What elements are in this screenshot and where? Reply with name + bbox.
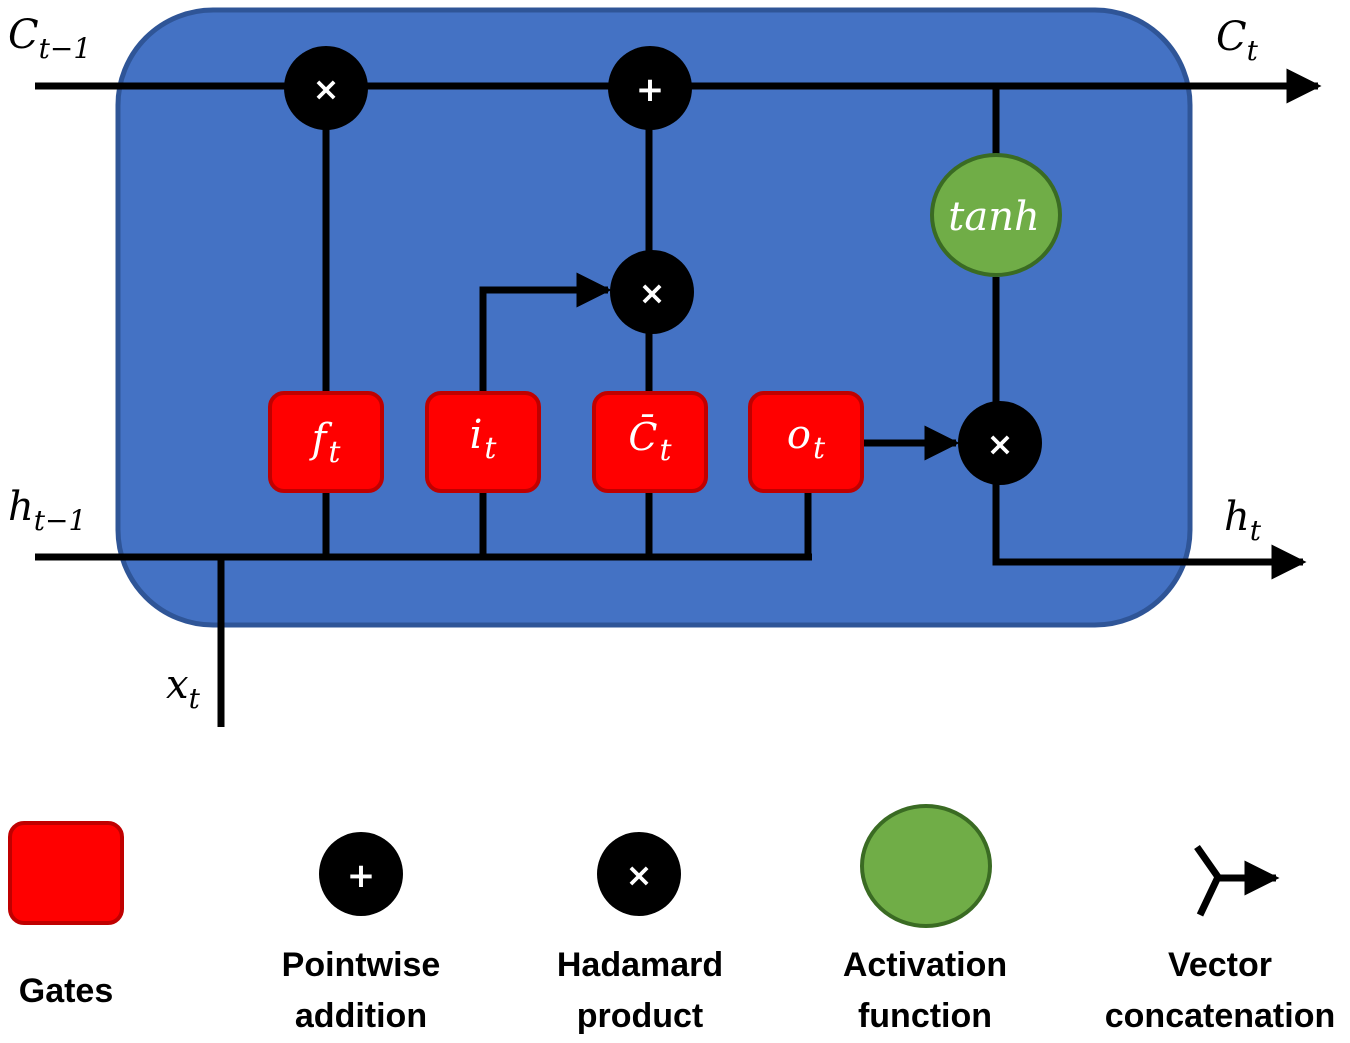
legend-activation-icon xyxy=(860,804,992,928)
label-c-prev: Ct−1 xyxy=(8,12,91,65)
gate-input: it xyxy=(425,391,541,493)
label-h-t: ht xyxy=(1224,494,1262,547)
label-x-t: xt xyxy=(166,662,201,715)
legend-gates-label: Gates xyxy=(19,972,114,1010)
cell-add-node: + xyxy=(608,46,692,130)
legend-concat-icon xyxy=(1194,844,1280,917)
svg-text:×: × xyxy=(626,856,653,894)
gate-output: ot xyxy=(748,391,864,493)
legend-gate-swatch xyxy=(8,821,124,925)
svg-text:C̄t: C̄t xyxy=(628,415,672,468)
legend-concat-label-2: concatenation xyxy=(1105,997,1335,1035)
svg-text:×: × xyxy=(313,70,340,108)
legend-act-label-2: function xyxy=(858,997,992,1035)
forget-mul-node: × xyxy=(284,46,368,130)
svg-text:ot: ot xyxy=(787,412,826,466)
legend-add-icon: + xyxy=(319,832,403,916)
legend-mul-icon: × xyxy=(597,832,681,916)
legend-mul-label-2: product xyxy=(577,997,704,1035)
svg-text:tanh: tanh xyxy=(948,194,1039,240)
input-mul-node: × xyxy=(610,250,694,334)
svg-text:×: × xyxy=(987,425,1014,463)
legend-act-label-1: Activation xyxy=(843,946,1007,984)
gate-forget: ft xyxy=(268,391,384,493)
legend: Gates + Pointwise addition × Hadamard pr… xyxy=(8,804,1335,1035)
legend-add-label-2: addition xyxy=(295,997,427,1035)
gate-candidate: C̄t xyxy=(592,391,708,493)
hidden-output-line xyxy=(992,484,1307,580)
svg-text:×: × xyxy=(639,274,666,312)
label-c-t: Ct xyxy=(1216,14,1259,67)
legend-add-label-1: Pointwise xyxy=(282,946,441,984)
tanh-activation: tanh xyxy=(930,153,1062,277)
output-mul-node: × xyxy=(958,401,1042,485)
svg-text:+: + xyxy=(636,70,665,110)
label-h-prev: ht−1 xyxy=(8,484,86,537)
legend-mul-label-1: Hadamard xyxy=(557,946,723,984)
svg-text:+: + xyxy=(347,856,376,896)
input-gate-to-mul xyxy=(479,272,612,395)
legend-concat-label-1: Vector xyxy=(1168,946,1272,984)
svg-text:it: it xyxy=(470,412,498,466)
